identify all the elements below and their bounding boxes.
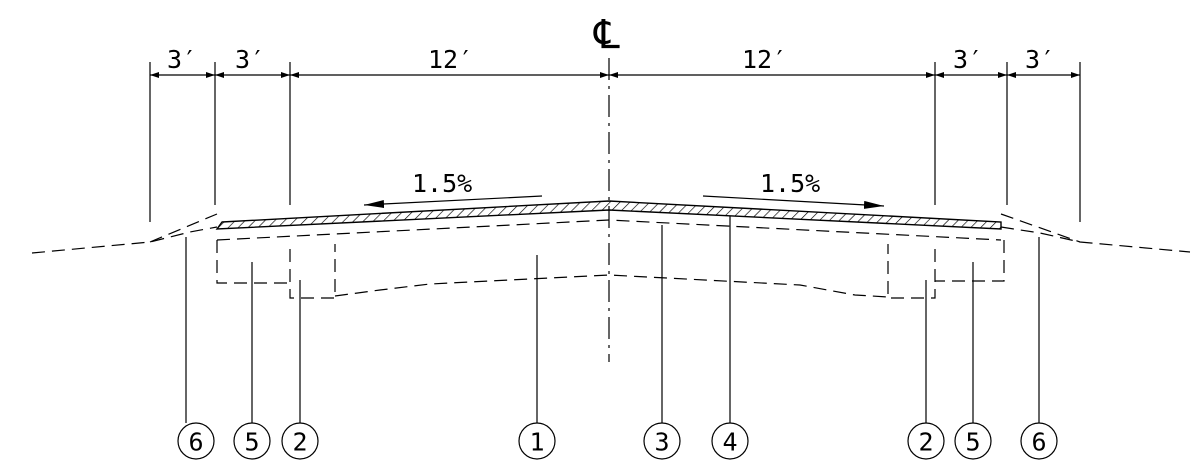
callout-circle [954,422,992,460]
callout-circle [281,422,319,460]
right-slope-indicator: 1.5% [702,169,885,209]
extension-lines [149,62,1081,222]
right-underdrain [887,244,936,299]
dimension-arrowhead [206,72,215,78]
callout-circle [518,422,556,460]
existing-ground-line-right [1000,226,1191,253]
dimension-label: 12′ [742,45,787,74]
callout-number: 6 [1031,428,1046,457]
right-shoulder-block [935,240,1005,282]
dimension-arrowhead [935,72,944,78]
dimension-arrowhead [600,72,609,78]
callout-number: 5 [965,428,980,457]
callout-circle [233,422,271,460]
base-course-top [216,219,1002,241]
callout-number: 5 [244,428,259,457]
dimension-line [150,72,1080,78]
callout-circle [711,422,749,460]
callout-number: 2 [292,428,307,457]
right-shoulder-slope [1000,213,1081,243]
callout-number: 2 [918,428,933,457]
callout-circle [643,422,681,460]
dimension-label: 12′ [428,45,473,74]
dimension-labels: 3′ 3′ 12′ 12′ 3′ 3′ [167,45,1055,74]
existing-ground-line [31,226,218,254]
callout-number: 1 [529,428,544,457]
callout-circle [907,422,945,460]
left-slope-arrow [363,195,543,208]
right-slope-label: 1.5% [760,169,820,198]
dimension-label: 3′ [235,45,265,74]
dimension-arrowhead [1071,72,1080,78]
dimension-arrowhead [150,72,159,78]
dimension-arrowhead [281,72,290,78]
dimension-arrowhead [926,72,935,78]
left-slope-label: 1.5% [412,169,472,198]
dimension-arrowhead [998,72,1007,78]
subbase-bottom [334,274,889,298]
dimension-arrowhead [1007,72,1016,78]
dimension-label: 3′ [167,45,197,74]
leader-lines [185,216,1040,423]
callout-bubbles: 6 5 2 1 3 4 2 5 6 [177,422,1058,460]
centerline-symbol: ℄ [593,12,620,58]
callout-number: 6 [188,428,203,457]
callout-number: 4 [722,428,737,457]
dimension-label: 3′ [953,45,983,74]
pavement-surface-course [215,200,1002,230]
dimension-label: 3′ [1025,45,1055,74]
dimension-arrowhead [290,72,299,78]
left-slope-indicator: 1.5% [363,169,543,208]
callout-number: 3 [654,428,669,457]
dimension-arrowhead [215,72,224,78]
dimension-arrowhead [609,72,618,78]
right-slope-arrow [702,195,885,209]
callout-circle [1020,422,1058,460]
left-shoulder-block [216,240,290,284]
left-shoulder-slope [149,213,218,243]
callout-circle [177,422,215,460]
left-underdrain [289,244,336,299]
